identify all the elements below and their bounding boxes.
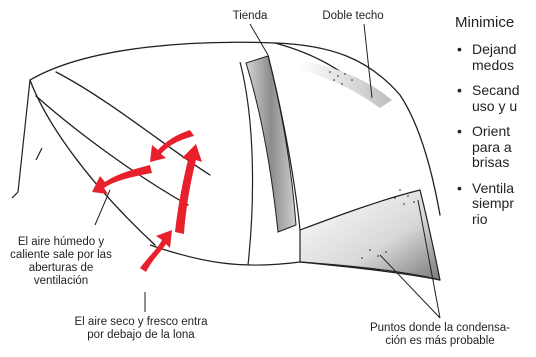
leader-tienda xyxy=(249,23,269,56)
tips-list: • Dejand medos • Secand uso y u • Orient pa… xyxy=(455,42,536,237)
leader-aire-humedo xyxy=(94,189,111,226)
bullet-icon: • xyxy=(457,82,462,98)
leader-puntos-1 xyxy=(417,199,441,319)
tent-pole-shading xyxy=(245,55,297,233)
arrow-in-bottom xyxy=(140,230,172,272)
label-aire-humedo: El aire húmedo y caliente sale por las a… xyxy=(10,236,112,287)
label-aire-seco: El aire seco y fresco entra por debajo d… xyxy=(74,316,208,341)
tent-floor-shading xyxy=(299,189,441,281)
arrow-out-left xyxy=(92,165,152,194)
leader-puntos-2 xyxy=(379,254,441,319)
tip-text: Secand uso y u xyxy=(472,82,520,114)
tip-item: • Dejand medos xyxy=(455,42,536,73)
bullet-icon: • xyxy=(457,179,462,196)
condensation-dots xyxy=(329,71,415,259)
tip-item: • Ventila siempr rio xyxy=(455,179,536,228)
bullet-icon: • xyxy=(457,42,462,57)
label-doble-techo: Doble techo xyxy=(322,10,384,22)
rainfly-tip-shading xyxy=(300,60,392,108)
tip-text: Dejand medos xyxy=(472,42,517,73)
tip-item: • Secand uso y u xyxy=(455,82,536,114)
label-tienda: Tienda xyxy=(232,10,268,22)
leader-lines xyxy=(94,23,441,319)
tip-text: Ventila siempr rio xyxy=(472,179,515,227)
label-puntos-condensacion: Puntos donde la condensa- ción es más pr… xyxy=(369,322,511,347)
arrow-out-upper xyxy=(150,130,194,162)
tip-item: • Orient para a brisas xyxy=(455,123,536,171)
tent-floor-edge xyxy=(299,261,441,281)
airflow-arrows xyxy=(92,130,202,272)
guy-lines xyxy=(11,79,43,199)
rainfly-outline xyxy=(29,41,441,246)
tip-text: Orient para a brisas xyxy=(472,123,512,170)
arrow-rising xyxy=(175,144,202,234)
sidebar-title: Minimice xyxy=(455,14,515,31)
leader-doble-techo xyxy=(363,23,373,99)
bullet-icon: • xyxy=(457,123,462,139)
